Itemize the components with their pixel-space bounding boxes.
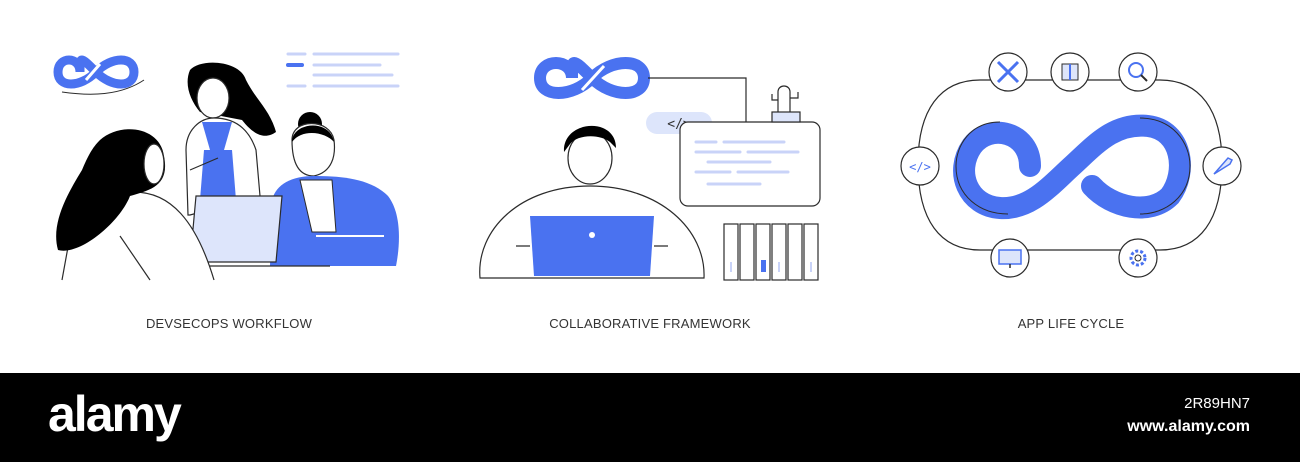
stock-watermark-banner: alamy 2R89HN7 www.alamy.com	[0, 373, 1300, 462]
cactus-icon	[771, 85, 801, 123]
panel-devsecops-illustration	[53, 52, 400, 281]
alamy-logo: alamy	[48, 386, 182, 442]
infinity-icon	[53, 55, 145, 95]
developer-figure	[479, 125, 705, 279]
standing-woman-figure	[185, 62, 276, 216]
text-lines-decoration	[286, 52, 400, 88]
site-url: www.alamy.com	[1127, 418, 1250, 435]
laptop-icon	[180, 195, 330, 267]
search-icon	[1118, 52, 1158, 92]
panel-lifecycle-illustration: </>	[900, 52, 1242, 278]
caption-lifecycle: APP LIFE CYCLE	[1017, 316, 1125, 331]
panel-collaborative-illustration: </>	[479, 57, 821, 281]
code-icon: </>	[900, 146, 940, 186]
box-icon	[1050, 52, 1090, 92]
infinity-icon	[533, 57, 747, 122]
rocket-icon	[1202, 146, 1242, 186]
folder-icon	[723, 223, 819, 281]
illustration-canvas: </>	[53, 52, 1242, 281]
gear-icon	[1118, 238, 1158, 278]
code-window	[679, 121, 821, 207]
caption-collaborative: COLLABORATIVE FRAMEWORK	[549, 316, 751, 331]
caption-devsecops: DEVSECOPS WORKFLOW	[145, 316, 313, 331]
code-tag-text: </>	[909, 160, 931, 174]
lifecycle-track	[917, 79, 1223, 251]
image-id: 2R89HN7	[1184, 395, 1250, 412]
monitor-icon	[990, 238, 1030, 278]
tools-icon	[988, 52, 1028, 92]
woman-back-figure	[56, 129, 215, 281]
sitting-man-figure	[270, 112, 399, 266]
infinity-icon	[953, 114, 1191, 220]
